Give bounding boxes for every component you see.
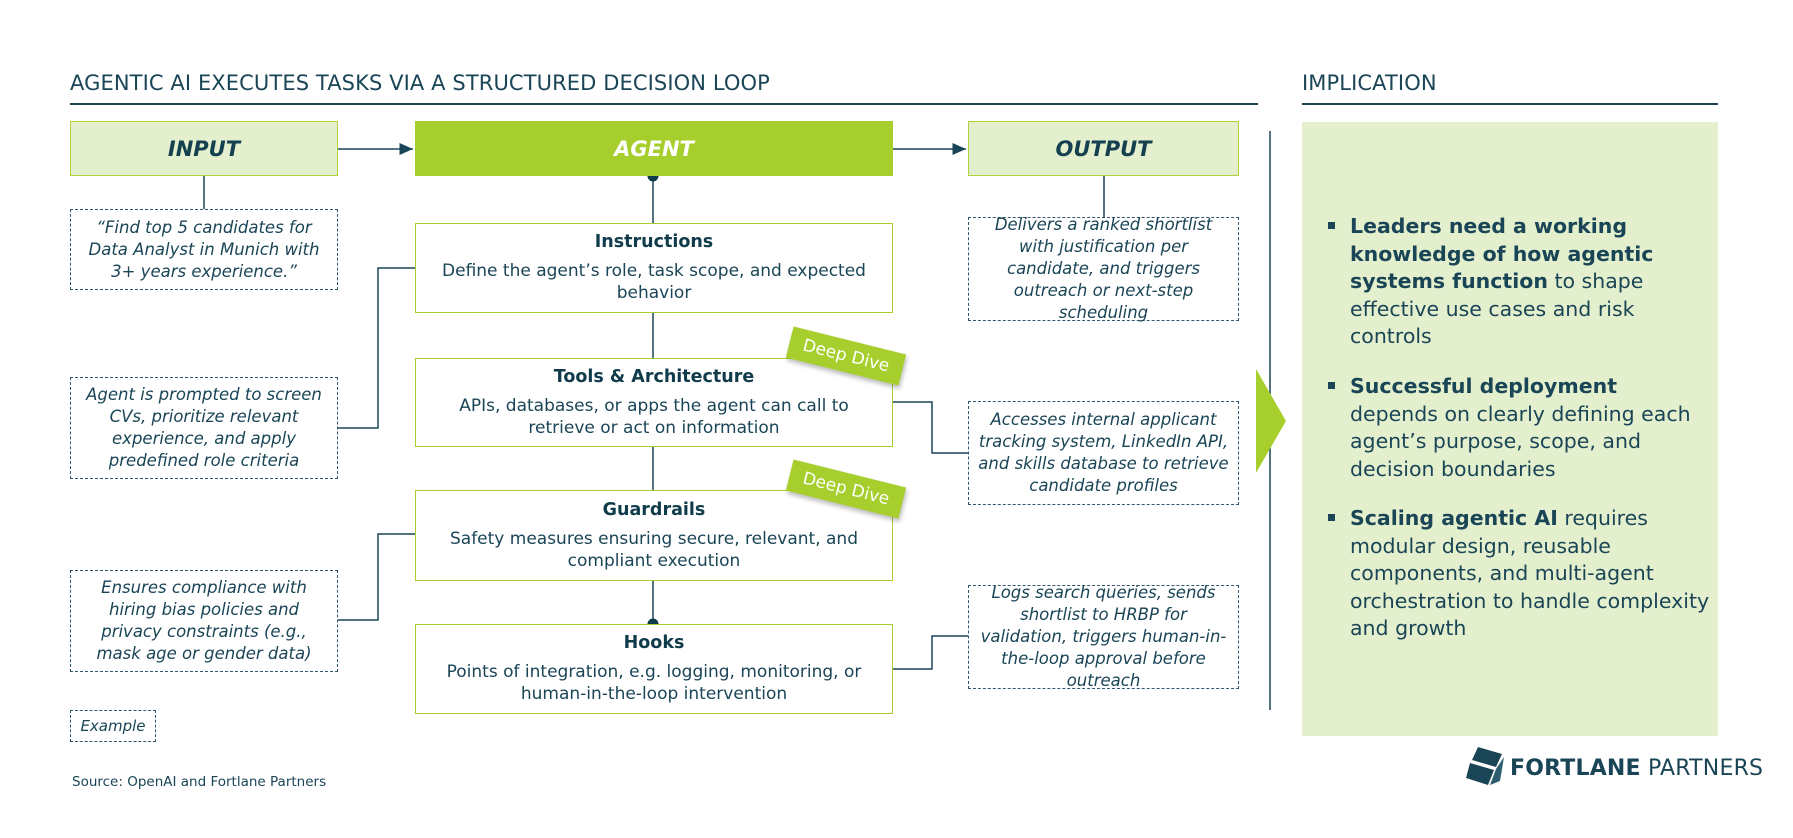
component-description: APIs, databases, or apps the agent can c… (459, 395, 849, 438)
output-header-label: OUTPUT (1055, 136, 1152, 161)
agent-header-label: AGENT (614, 136, 694, 161)
input-header: INPUT (70, 121, 338, 176)
fortlane-logo-icon (1466, 747, 1504, 785)
bullet-icon (1328, 514, 1335, 521)
implication-bold: Leaders need a working knowledge of how … (1350, 214, 1654, 293)
logo-text-rest: PARTNERS (1640, 756, 1764, 781)
component-title: Hooks (623, 633, 685, 653)
input-header-label: INPUT (167, 136, 241, 161)
example-input-query: “Find top 5 candidates for Data Analyst … (70, 209, 338, 290)
tools-architecture-component: Tools & Architecture APIs, databases, or… (415, 358, 893, 447)
implication-panel (1302, 122, 1718, 736)
instructions-component: Instructions Define the agent’s role, ta… (415, 223, 893, 313)
implication-item: Scaling agentic AI requires modular desi… (1328, 505, 1710, 643)
component-description: Points of integration, e.g. logging, mon… (446, 662, 862, 704)
example-output: Delivers a ranked shortlist with justifi… (968, 215, 1239, 322)
component-title: Guardrails (602, 499, 706, 520)
source-note: Source: OpenAI and Fortlane Partners (72, 774, 327, 790)
implication-text: depends on clearly defining each agent’s… (1350, 401, 1691, 481)
implication-item: Successful deployment depends on clearly… (1328, 373, 1710, 483)
example-guardrails: Ensures compliance with hiring bias poli… (70, 570, 338, 672)
fortlane-logo-text: FORTLANE PARTNERS (1510, 756, 1763, 781)
example-hooks: Logs search queries, sends shortlist to … (968, 583, 1239, 690)
guardrails-component: Guardrails Safety measures ensuring secu… (415, 490, 893, 581)
hooks-component: Hooks Points of integration, e.g. loggin… (415, 624, 893, 714)
implication-item: Leaders need a working knowledge of how … (1328, 213, 1710, 351)
implication-bold: Successful deployment (1350, 374, 1618, 398)
bullet-icon (1328, 382, 1335, 389)
output-header: OUTPUT (968, 121, 1239, 176)
implication-divider (1302, 103, 1718, 105)
component-description: Define the agent’s role, task scope, and… (442, 261, 866, 303)
example-legend: Example (70, 710, 156, 742)
bullet-icon (1328, 222, 1335, 229)
agent-header: AGENT (415, 121, 893, 176)
component-title: Instructions (594, 232, 714, 252)
title-divider (70, 103, 1258, 105)
diagram-title: AGENTIC AI EXECUTES TASKS VIA A STRUCTUR… (70, 71, 770, 95)
example-instructions: Agent is prompted to screen CVs, priorit… (70, 377, 338, 479)
implication-title: IMPLICATION (1302, 71, 1437, 95)
logo-text-bold: FORTLANE (1510, 756, 1641, 781)
implication-text: to shape effective use cases and risk co… (1350, 269, 1644, 348)
implication-bold: Scaling agentic AI (1350, 506, 1558, 530)
component-title: Tools & Architecture (553, 366, 755, 387)
example-tools: Accesses internal applicant tracking sys… (968, 401, 1239, 505)
implication-text: requires modular design, reusable compon… (1350, 506, 1710, 640)
component-description: Safety measures ensuring secure, relevan… (449, 528, 859, 571)
